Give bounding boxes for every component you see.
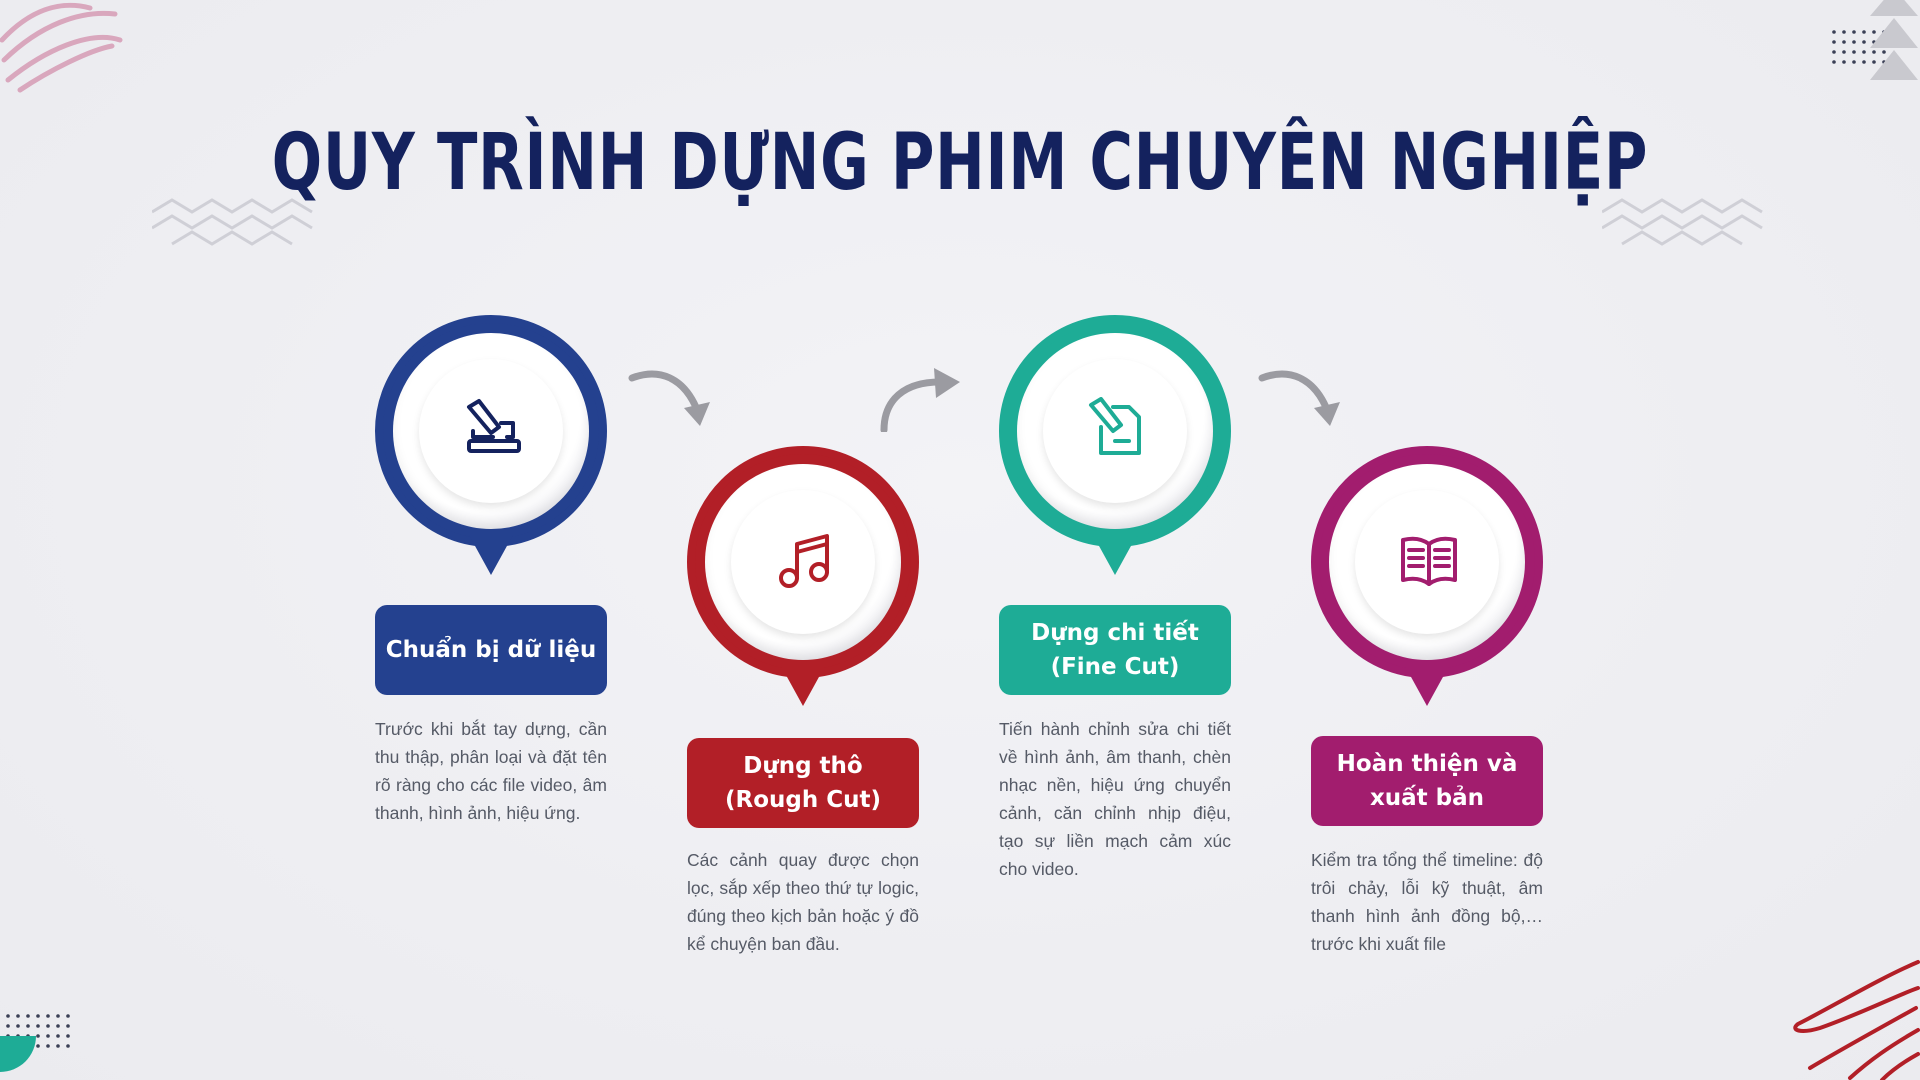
- file-edit-icon: [467, 399, 521, 453]
- step-3: Dựng chi tiết (Fine Cut) Tiến hành chỉnh…: [999, 315, 1231, 879]
- open-book-icon: [1401, 536, 1457, 586]
- arrow-connector-1: [628, 370, 710, 426]
- step-3-description: Tiến hành chỉnh sửa chi tiết về hình ảnh…: [999, 719, 1231, 879]
- step-1: Chuẩn bị dữ liệu Trước khi bắt tay dựng,…: [375, 315, 607, 835]
- step-3-pointer: [1093, 535, 1137, 575]
- scribble-decoration-bottom-right: [1793, 960, 1920, 1080]
- step-1-description: Trước khi bắt tay dựng, cần thu thập, ph…: [375, 719, 607, 823]
- step-2-core-circle: [731, 490, 875, 634]
- step-2: Dựng thô (Rough Cut) Các cảnh quay được …: [687, 446, 919, 966]
- step-4-description: Kiểm tra tổng thể timeline: độ trôi chảy…: [1311, 850, 1543, 954]
- step-4-pointer: [1405, 666, 1449, 706]
- triangle-decoration-top-right: [1870, 0, 1918, 80]
- step-2-label: Dựng thô (Rough Cut): [687, 738, 919, 828]
- scribble-decoration-top-left: [0, 2, 123, 93]
- step-3-label: Dựng chi tiết (Fine Cut): [999, 605, 1231, 695]
- dot-grid-decoration-top-right: [1832, 30, 1886, 64]
- arrow-connector-3: [1258, 370, 1340, 426]
- document-edit-icon: [1089, 397, 1141, 455]
- step-2-description: Các cảnh quay được chọn lọc, sắp xếp the…: [687, 850, 919, 954]
- teal-circle-decoration-bottom-left: [0, 1036, 36, 1072]
- step-1-pointer: [469, 535, 513, 575]
- music-note-icon: [779, 534, 829, 588]
- step-4: Hoàn thiện và xuất bản Kiểm tra tổng thể…: [1311, 446, 1543, 966]
- page-title: QUY TRÌNH DỰNG PHIM CHUYÊN NGHIỆP: [271, 118, 1649, 208]
- step-4-label: Hoàn thiện và xuất bản: [1311, 736, 1543, 826]
- arrow-connector-2: [880, 368, 960, 432]
- step-2-pointer: [781, 666, 825, 706]
- step-1-label: Chuẩn bị dữ liệu: [375, 605, 607, 695]
- zigzag-decoration-left: [152, 198, 313, 246]
- zigzag-decoration-right: [1602, 198, 1763, 246]
